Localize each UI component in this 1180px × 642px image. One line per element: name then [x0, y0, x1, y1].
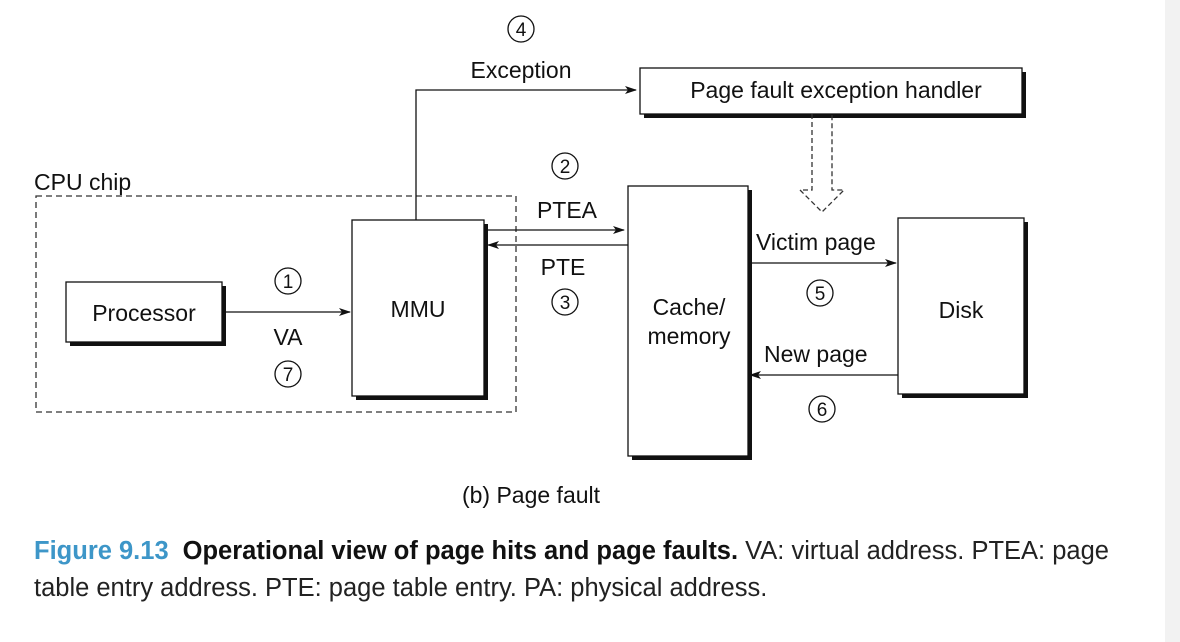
- step-2-number: 2: [560, 157, 571, 178]
- pte-label: PTE: [541, 254, 586, 280]
- step-7-marker: 7: [274, 360, 302, 388]
- step-3-marker: 3: [551, 288, 579, 316]
- exception-arrow: [415, 86, 637, 220]
- diagram-subtitle: (b) Page fault: [462, 482, 601, 508]
- step-4-marker: 4: [507, 15, 535, 43]
- cpu-chip-label: CPU chip: [34, 169, 131, 195]
- exception-handler-box: Page fault exception handler: [639, 67, 1026, 118]
- cache-memory-box: Cache/ memory: [627, 185, 752, 460]
- processor-box: Processor: [65, 281, 226, 346]
- mmu-box: MMU: [351, 219, 488, 400]
- victim-page-label: Victim page: [756, 229, 876, 255]
- page-fault-diagram: CPU chip Processor MMU Cache/ memory Dis…: [34, 15, 1028, 508]
- step-5-marker: 5: [806, 279, 834, 307]
- disk-box: Disk: [897, 217, 1028, 398]
- step-7-number: 7: [283, 365, 294, 386]
- step-1-number: 1: [283, 272, 294, 293]
- disk-label: Disk: [939, 297, 984, 323]
- step-6-number: 6: [817, 400, 828, 421]
- processor-label: Processor: [92, 300, 196, 326]
- cpu-chip-region: [35, 195, 517, 413]
- va-label: VA: [274, 324, 304, 350]
- mmu-label: MMU: [391, 296, 446, 322]
- exception-handler-label: Page fault exception handler: [690, 77, 982, 103]
- cache-label-line2: memory: [647, 323, 731, 349]
- step-5-number: 5: [815, 284, 826, 305]
- figure-caption: Figure 9.13 Operational view of page hits…: [34, 533, 1159, 607]
- ptea-label: PTEA: [537, 197, 598, 223]
- figure-caption-body: VA: virtual address. PTEA: page table en…: [34, 537, 1109, 602]
- step-4-number: 4: [516, 20, 527, 41]
- new-page-label: New page: [764, 341, 868, 367]
- figure-title: Operational view of page hits and page f…: [182, 537, 739, 565]
- page-edge-bar: [1165, 0, 1180, 642]
- step-2-marker: 2: [551, 152, 579, 180]
- cache-label-line1: Cache/: [653, 294, 726, 320]
- step-1-marker: 1: [274, 267, 302, 295]
- figure-number: Figure 9.13: [34, 537, 169, 565]
- handler-dashed-arrow: [798, 114, 846, 213]
- exception-label: Exception: [470, 57, 571, 83]
- step-6-marker: 6: [808, 395, 836, 423]
- step-3-number: 3: [560, 293, 571, 314]
